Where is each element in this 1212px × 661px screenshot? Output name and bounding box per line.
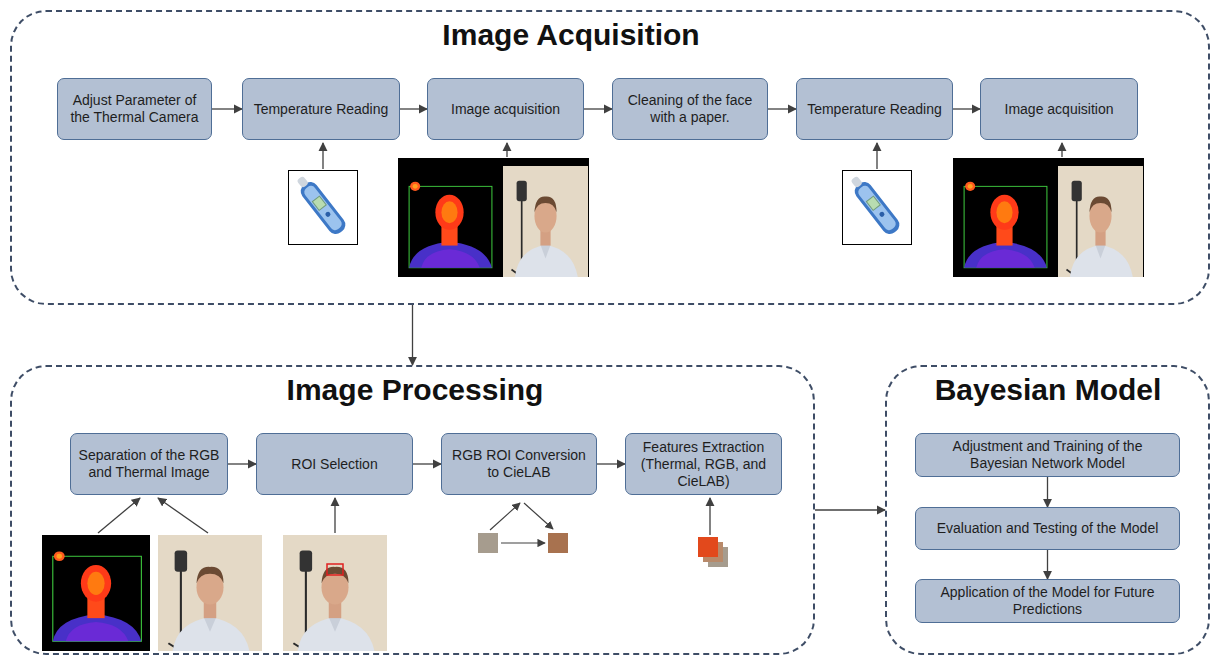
thermal-image: [399, 166, 500, 277]
box-label: ROI Selection: [291, 456, 377, 473]
flow-arrow: [228, 463, 256, 464]
process-box: Features Extraction (Thermal, RGB, and C…: [625, 433, 782, 495]
stage-panel: Adjustment and Training of the Bayesian …: [885, 365, 1210, 655]
thermometer-icon: [843, 171, 912, 245]
box-label: Cleaning of the face with a paper.: [620, 92, 760, 126]
stage-panel: Adjust Parameter of the Thermal Camera Te…: [10, 10, 1210, 305]
leader-arrow: [334, 498, 335, 533]
process-box: Image acquisition: [427, 78, 584, 140]
panel-title: Image Acquisition: [442, 18, 699, 52]
process-box: Adjust Parameter of the Thermal Camera: [57, 78, 212, 140]
leader-arrow: [98, 498, 140, 533]
process-box: Separation of the RGB and Thermal Image: [70, 433, 228, 495]
flow-arrow: [584, 108, 612, 109]
image-frame: [398, 158, 589, 277]
leader-arrow: [490, 503, 520, 530]
box-label: Adjust Parameter of the Thermal Camera: [65, 92, 204, 126]
leader-arrow: [506, 143, 507, 157]
flow-arrow: [953, 108, 980, 109]
box-label: Separation of the RGB and Thermal Image: [78, 447, 220, 481]
rgb-photo: [1058, 166, 1143, 277]
flow-arrow: [413, 463, 441, 464]
thermal-image: [42, 535, 150, 651]
panel-title: Bayesian Model: [935, 373, 1162, 407]
process-box: ROI Selection: [256, 433, 413, 495]
thermometer-icon: [289, 171, 358, 245]
flow-arrow: [400, 108, 427, 109]
leader-arrow: [1061, 143, 1062, 157]
box-label: Adjustment and Training of the Bayesian …: [923, 438, 1172, 472]
panel-title: Image Processing: [287, 373, 544, 407]
leader-arrow: [876, 143, 877, 169]
flow-arrow: [1047, 550, 1048, 579]
flow-arrow: [412, 305, 413, 365]
leader-arrow: [501, 542, 545, 543]
flow-arrow: [768, 108, 796, 109]
roi-marker: [327, 564, 343, 575]
leader-arrow: [322, 143, 323, 169]
flow-arrow: [597, 463, 625, 464]
box-label: Temperature Reading: [254, 101, 389, 118]
flow-arrow: [1047, 477, 1048, 507]
stage-panel: Separation of the RGB and Thermal Image R…: [10, 365, 815, 655]
image-frame: [953, 158, 1144, 277]
flow-arrow: [815, 509, 885, 510]
feature-sample: [698, 537, 718, 557]
thermal-image: [954, 166, 1055, 277]
process-box: Application of the Model for Future Pred…: [915, 579, 1180, 623]
rgb-photo: [503, 166, 588, 277]
leader-arrow: [709, 498, 710, 535]
process-box: Evaluation and Testing of the Model: [915, 507, 1180, 550]
process-box: Temperature Reading: [796, 78, 953, 140]
process-box: Adjustment and Training of the Bayesian …: [915, 433, 1180, 477]
leader-arrow: [158, 498, 208, 533]
box-label: Image acquisition: [1005, 101, 1114, 118]
box-label: Features Extraction (Thermal, RGB, and C…: [633, 439, 774, 490]
flow-arrow: [212, 108, 242, 109]
box-label: RGB ROI Conversion to CieLAB: [449, 447, 589, 481]
process-box: Temperature Reading: [242, 78, 400, 140]
color-sample: [478, 533, 498, 553]
box-label: Temperature Reading: [807, 101, 942, 118]
box-label: Image acquisition: [451, 101, 560, 118]
leader-arrow: [524, 503, 553, 529]
roi-photo: [283, 535, 387, 651]
color-sample: [548, 533, 568, 553]
box-label: Application of the Model for Future Pred…: [923, 584, 1172, 618]
process-box: RGB ROI Conversion to CieLAB: [441, 433, 597, 495]
process-box: Image acquisition: [980, 78, 1138, 140]
rgb-photo: [158, 535, 262, 651]
box-label: Evaluation and Testing of the Model: [937, 520, 1159, 537]
process-box: Cleaning of the face with a paper.: [612, 78, 768, 140]
